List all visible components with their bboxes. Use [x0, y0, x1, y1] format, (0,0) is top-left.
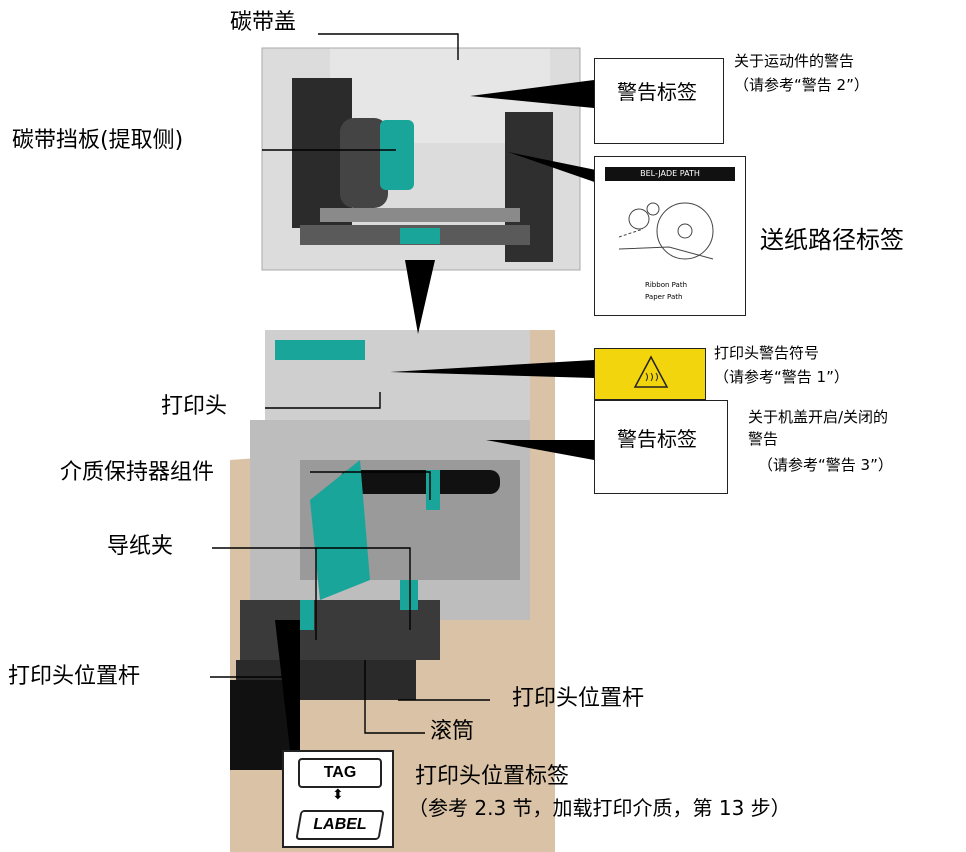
warning-label-box-2: 警告标签	[594, 400, 728, 494]
warning-box-2-note-line2: 警告	[748, 430, 779, 448]
warning-box-2-note-line3: （请参考“警告 3”）	[758, 456, 893, 474]
warning-label-box-1: 警告标签	[594, 58, 724, 144]
warning-box-2-note-line1: 关于机盖开启/关闭的	[748, 408, 889, 426]
head-position-note: （参考 2.3 节，加载打印介质，第 13 步）	[408, 796, 791, 820]
ribbon-cover-label: 碳带盖	[230, 10, 297, 35]
print-head-label: 打印头	[161, 394, 228, 419]
leader-lines	[210, 33, 490, 734]
paper-path-sticker: BEL-JADE PATH Ribbon Path Paper Path	[594, 156, 746, 316]
hot-surface-warning-icon	[633, 355, 669, 388]
sticker-arrow-icon: ⬍	[332, 787, 344, 803]
sticker-tag-key: TAG	[298, 758, 382, 788]
paper-path-legend-1: Ribbon Path	[645, 281, 688, 289]
head-position-label: 打印头位置标签	[415, 764, 570, 789]
platen-label: 滚筒	[430, 719, 475, 744]
warning-box-1-text: 警告标签	[617, 80, 697, 104]
head-lever-right-label: 打印头位置杆	[512, 686, 645, 711]
head-position-sticker: TAG ⬍ LABEL	[282, 750, 394, 848]
sticker-label-key: LABEL	[295, 810, 385, 840]
media-holder-label: 介质保持器组件	[60, 460, 215, 485]
paper-path-label: 送纸路径标签	[760, 226, 904, 254]
warning-box-1-note-line2: （请参考“警告 2”）	[734, 76, 869, 94]
warning-box-1-note-line1: 关于运动件的警告	[734, 52, 855, 70]
printer-body-photo	[230, 330, 555, 852]
head-warning-note-line2: （请参考“警告 1”）	[714, 368, 849, 386]
pointer-wedges	[275, 80, 606, 750]
head-warning-note-line1: 打印头警告符号	[714, 344, 820, 362]
paper-guide-label: 导纸夹	[107, 534, 174, 559]
paper-path-sticker-header-bar: BEL-JADE PATH	[605, 167, 735, 181]
paper-path-sticker-header: BEL-JADE PATH	[640, 169, 700, 178]
paper-path-diagram-icon	[618, 202, 714, 260]
paper-path-legend-2: Paper Path	[645, 293, 683, 301]
head-lever-left-label: 打印头位置杆	[8, 664, 141, 689]
head-warning-symbol	[594, 348, 706, 400]
warning-box-2-text: 警告标签	[617, 427, 697, 451]
ribbon-shaft-holder-label: 碳带挡板(提取侧)	[12, 128, 184, 153]
